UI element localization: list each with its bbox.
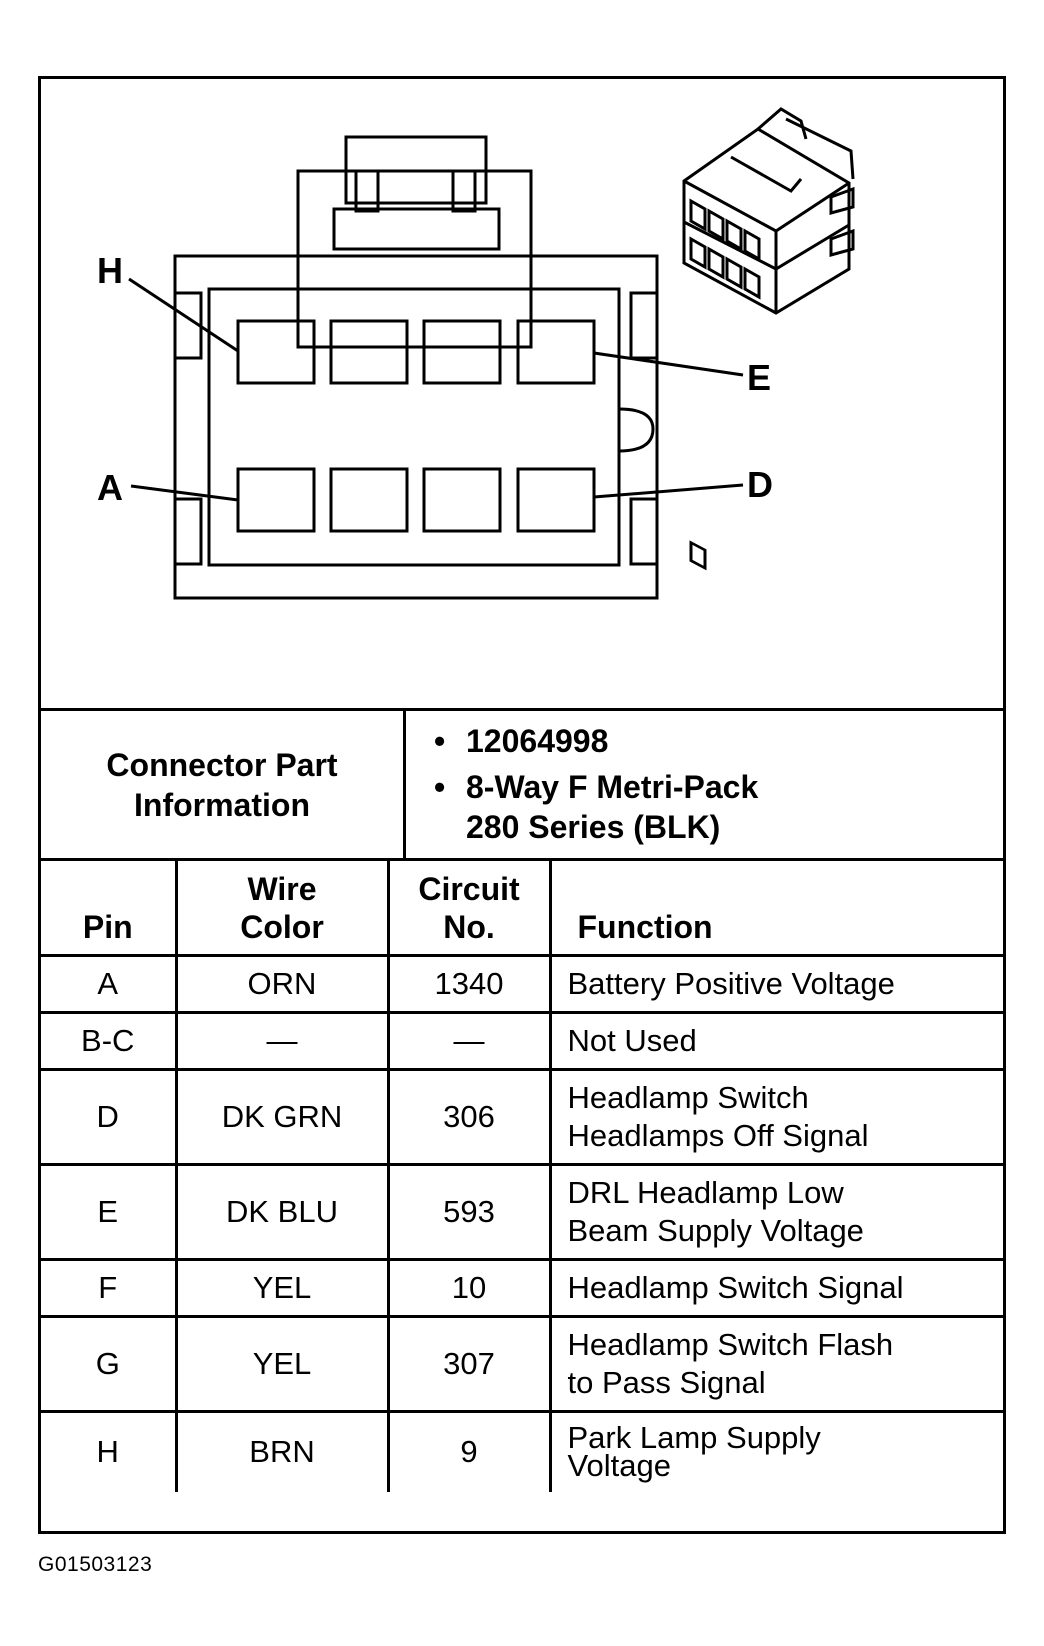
pin-cell: F xyxy=(41,1258,178,1318)
part-info-label: Connector Part Information xyxy=(41,711,406,858)
function-cell: Headlamp Switch Flash to Pass Signal xyxy=(548,1315,1003,1413)
left-latch-bottom xyxy=(173,497,203,566)
function-cell: Battery Positive Voltage xyxy=(548,954,1003,1014)
table-row: F YEL 10 Headlamp Switch Signal xyxy=(41,1258,1003,1318)
pin-cell: A xyxy=(41,954,178,1014)
circuit-cell: 593 xyxy=(386,1163,552,1261)
circuit-cell: 1340 xyxy=(386,954,552,1014)
header-function: Function xyxy=(548,858,1003,957)
lock-tab-right-slot xyxy=(451,169,477,213)
function-cell: Headlamp Switch Signal xyxy=(548,1258,1003,1318)
connector-type-line1: 8-Way F Metri-Pack xyxy=(466,769,759,805)
wire-color-cell: BRN xyxy=(174,1410,390,1492)
bullet: • xyxy=(434,769,446,805)
housing-inner xyxy=(207,287,621,567)
cavity-a xyxy=(236,467,316,533)
cavity-g xyxy=(329,319,409,385)
pin-label-h: H xyxy=(97,250,123,291)
leader-line-e xyxy=(593,351,744,377)
cavity-c xyxy=(422,467,502,533)
connector-isometric-icon xyxy=(682,107,855,571)
part-info-list: • 12064998 • 8-Way F Metri-Pack 280 Seri… xyxy=(406,711,1003,858)
part-info-label-line2: Information xyxy=(134,786,310,823)
pin-label-a: A xyxy=(97,467,123,508)
housing-outer xyxy=(173,254,659,600)
cavity-h xyxy=(236,319,316,385)
cavity-b xyxy=(329,467,409,533)
header-wire-color: Wire Color xyxy=(174,858,390,957)
figure-code: G01503123 xyxy=(38,1553,153,1576)
cavity-e xyxy=(516,319,596,385)
lock-tab-bar xyxy=(332,207,501,251)
wire-color-cell: YEL xyxy=(174,1315,390,1413)
circuit-cell: 10 xyxy=(386,1258,552,1318)
function-cell: DRL Headlamp Low Beam Supply Voltage xyxy=(548,1163,1003,1261)
lock-tab-outer xyxy=(296,169,533,349)
lock-tab-left-slot xyxy=(354,169,380,213)
header-circuit-no: Circuit No. xyxy=(386,858,552,957)
pin-cell: D xyxy=(41,1068,178,1166)
pin-label-e: E xyxy=(747,357,772,398)
cavity-d xyxy=(516,467,596,533)
bullet: • xyxy=(434,723,446,759)
table-row: E DK BLU 593 DRL Headlamp Low Beam Suppl… xyxy=(41,1163,1003,1261)
key-notch xyxy=(618,407,655,453)
connector-part-info: Connector Part Information • 12064998 • … xyxy=(41,708,1003,858)
function-cell: Not Used xyxy=(548,1011,1003,1071)
diagram-frame: H E A D Connector Part Information • 120… xyxy=(38,76,1006,1534)
part-info-item: • 12064998 xyxy=(434,721,1003,761)
circuit-cell: — xyxy=(386,1011,552,1071)
leader-line-a xyxy=(130,484,239,502)
circuit-cell: 306 xyxy=(386,1068,552,1166)
leader-line-d xyxy=(593,483,744,499)
table-row: B-C — — Not Used xyxy=(41,1011,1003,1071)
table-row: G YEL 307 Headlamp Switch Flash to Pass … xyxy=(41,1315,1003,1413)
wire-color-cell: ORN xyxy=(174,954,390,1014)
connector-type-line2: 280 Series (BLK) xyxy=(466,809,721,845)
table-row: D DK GRN 306 Headlamp Switch Headlamps O… xyxy=(41,1068,1003,1166)
leader-line-h xyxy=(128,277,239,353)
pin-cell: G xyxy=(41,1315,178,1413)
cavity-f xyxy=(422,319,502,385)
right-latch-bottom xyxy=(629,497,659,566)
header-pin: Pin xyxy=(41,858,178,957)
part-number: 12064998 xyxy=(466,723,609,759)
right-latch-top xyxy=(629,291,659,360)
pin-label-d: D xyxy=(747,464,773,505)
table-header-row: Pin Wire Color Circuit No. Function xyxy=(41,858,1003,957)
function-cell: Park Lamp Supply Voltage xyxy=(548,1410,1003,1492)
connector-face-drawing xyxy=(128,107,855,600)
part-info-item: • 8-Way F Metri-Pack 280 Series (BLK) xyxy=(434,767,1003,847)
pin-cell: H xyxy=(41,1410,178,1492)
wire-color-cell: YEL xyxy=(174,1258,390,1318)
table-row: A ORN 1340 Battery Positive Voltage xyxy=(41,954,1003,1014)
circuit-cell: 9 xyxy=(386,1410,552,1492)
table-row: H BRN 9 Park Lamp Supply Voltage xyxy=(41,1410,1003,1492)
connector-diagram: H E A D xyxy=(41,79,1003,708)
circuit-cell: 307 xyxy=(386,1315,552,1413)
function-cell: Headlamp Switch Headlamps Off Signal xyxy=(548,1068,1003,1166)
wire-color-cell: DK GRN xyxy=(174,1068,390,1166)
part-info-label-line1: Connector Part xyxy=(106,746,338,783)
pin-cell: B-C xyxy=(41,1011,178,1071)
lock-tab-top xyxy=(344,135,488,205)
wire-color-cell: DK BLU xyxy=(174,1163,390,1261)
pin-cell: E xyxy=(41,1163,178,1261)
wire-color-cell: — xyxy=(174,1011,390,1071)
pin-table: Pin Wire Color Circuit No. Function A OR… xyxy=(41,858,1003,1492)
